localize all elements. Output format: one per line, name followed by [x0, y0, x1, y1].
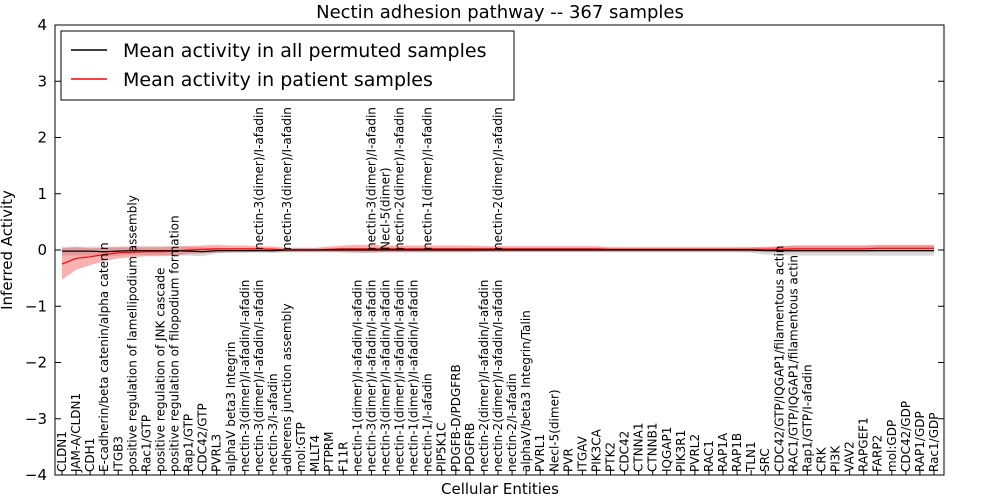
- x-tick-label: FARP2: [871, 435, 885, 472]
- x-tick-label: alphaV/beta3 Integrin/Talin: [519, 310, 533, 472]
- x-tick-label: nectin-1(dimer)/I-afadin/I-afadin: [350, 280, 364, 472]
- x-tick-label-upper: nectin-1(dimer)/I-afadin: [421, 107, 435, 250]
- x-tick-label-upper: nectin-3(dimer)/I-afadin: [252, 107, 266, 250]
- chart-title: Nectin adhesion pathway -- 367 samples: [316, 2, 684, 23]
- x-axis-title: Cellular Entities: [441, 480, 559, 498]
- x-tick-label: F11R: [336, 441, 350, 472]
- x-tick-label: ITGB3: [111, 436, 125, 472]
- y-tick-label: 1: [37, 185, 47, 203]
- y-tick-label: 0: [37, 241, 47, 259]
- x-tick-label: Rac1/GTP: [139, 415, 153, 472]
- x-tick-label: IQGAP1: [660, 427, 674, 472]
- x-tick-label: nectin-3(dimer)/I-afadin/I-afadin: [378, 280, 392, 472]
- x-tick-label: CLDN1: [55, 431, 69, 472]
- y-tick-label: −2: [25, 354, 47, 372]
- x-tick-label: nectin-1(dimer)/I-afadin/I-afadin: [407, 280, 421, 472]
- x-tick-label: nectin-1/I-afadin: [421, 373, 435, 472]
- x-tick-label: nectin-3(dimer)/I-afadin/I-afadin: [252, 280, 266, 472]
- x-tick-label: VAV2: [843, 441, 857, 472]
- y-tick-label: 3: [37, 72, 47, 90]
- x-tick-label: RAPGEF1: [857, 417, 871, 472]
- x-tick-label: nectin-3(dimer)/I-afadin/I-afadin: [238, 280, 252, 472]
- x-tick-label: PIK3CA: [589, 428, 603, 472]
- x-tick-label: nectin-1(dimer)/I-afadin/I-afadin: [393, 280, 407, 472]
- line-layer: [61, 247, 934, 265]
- x-tick-label: RAP1/GDP: [913, 411, 927, 472]
- x-tick-label: PVRL1: [533, 434, 547, 472]
- x-tick-label: mol:GDP: [885, 420, 899, 472]
- x-tick-label: PTPRM: [322, 432, 336, 473]
- y-tick-label: −4: [25, 466, 47, 484]
- x-tick-label: CDC42/GTP/IQGAP1/filamentous actin: [772, 246, 786, 472]
- y-tick-label: 4: [37, 16, 47, 34]
- y-axis: −4 −3 −2 −1 0 1 2 3 4: [25, 16, 944, 484]
- x-tick-label: RAP1B: [730, 433, 744, 472]
- x-tick-label: nectin-2/I-afadin: [505, 373, 519, 472]
- plot-frame: [54, 24, 945, 476]
- series-band: [62, 245, 934, 257]
- legend-label-patient: Mean activity in patient samples: [123, 69, 433, 91]
- x-tick-label: Rac1/GDP: [927, 413, 941, 472]
- x-tick-label: positive regulation of JNK cascade: [153, 268, 167, 472]
- x-tick-label: TLN1: [744, 441, 758, 473]
- x-tick-label: PDGFB-D/PDGFRB: [449, 364, 463, 472]
- y-tick-label: −3: [25, 410, 47, 428]
- legend-label-permuted: Mean activity in all permuted samples: [123, 40, 486, 62]
- x-tick-label: ITGAV: [575, 435, 589, 472]
- x-tick-label: E-cadherin/beta catenin/alpha catenin: [97, 242, 111, 472]
- x-tick-label: adherens junction assembly: [280, 303, 294, 472]
- x-tick-label: nectin-3(dimer)/I-afadin/I-afadin: [364, 280, 378, 472]
- x-tick-label-upper: nectin-3(dimer)/I-afadin: [280, 107, 294, 250]
- x-tick-label-upper: nectin-2(dimer)/I-afadin: [491, 107, 505, 250]
- x-tick-label-upper: Necl-5(dimer): [378, 167, 392, 250]
- x-tick-label: JAM-A/CLDN1: [69, 393, 83, 473]
- y-tick-label: 2: [37, 129, 47, 147]
- x-tick-label: PVR: [561, 448, 575, 472]
- x-tick-label: CTNNA1: [632, 422, 646, 472]
- x-tick-label-upper: nectin-3(dimer)/I-afadin: [364, 107, 378, 250]
- x-tick-label: PI3K: [829, 445, 843, 472]
- x-tick-label: CTNNB1: [646, 422, 660, 472]
- x-tick-label: PIP5K1C: [435, 422, 449, 472]
- x-tick-label: nectin-3/I-afadin: [266, 373, 280, 472]
- x-tick-label: Rap1/GTP: [182, 414, 196, 472]
- x-tick-label: CRK: [814, 446, 828, 472]
- x-tick-label-upper: nectin-2(dimer)/I-afadin: [393, 107, 407, 250]
- x-tick-label: Rap1/GTP/I-afadin: [800, 364, 814, 472]
- legend-box: [60, 30, 515, 101]
- x-tick-label: PIK3R1: [674, 430, 688, 472]
- x-tick-label: CDC42/GTP: [196, 403, 210, 472]
- x-tick-label: PVRL2: [688, 434, 702, 472]
- legend: Mean activity in all permuted samples Me…: [60, 30, 515, 101]
- x-tick-label: SRC: [758, 448, 772, 472]
- y-axis-title: Inferred Activity: [0, 190, 16, 310]
- x-tick-label: CDC42/GDP: [899, 401, 913, 472]
- x-tick-label: nectin-2(dimer)/I-afadin/I-afadin: [477, 280, 491, 472]
- x-tick-label: CDC42: [618, 431, 632, 472]
- series-line: [61, 247, 934, 265]
- x-tick-label: PDGFRB: [463, 423, 477, 472]
- x-tick-label: MLLT4: [308, 435, 322, 472]
- x-tick-label: alphaV beta3 Integrin: [224, 341, 238, 472]
- y-tick-label: −1: [25, 297, 47, 315]
- x-tick-label: CDH1: [83, 438, 97, 472]
- series-line: [62, 249, 934, 253]
- x-tick-label: mol:GTP: [294, 422, 308, 472]
- x-tick-label: positive regulation of filopodium format…: [168, 215, 182, 472]
- x-tick-label: RAP1A: [716, 432, 730, 472]
- x-tick-label: Necl-5(dimer): [547, 389, 561, 472]
- x-tick-label: RAC1: [702, 440, 716, 472]
- x-tick-label: PVRL3: [210, 434, 224, 472]
- x-tick-label: RAC1/GTP/IQGAP1/filamentous actin: [786, 255, 800, 472]
- x-tick-label: positive regulation of lamellipodium ass…: [125, 195, 139, 472]
- x-tick-label: nectin-2(dimer)/I-afadin/I-afadin: [491, 280, 505, 472]
- x-tick-label: PTK2: [604, 442, 618, 472]
